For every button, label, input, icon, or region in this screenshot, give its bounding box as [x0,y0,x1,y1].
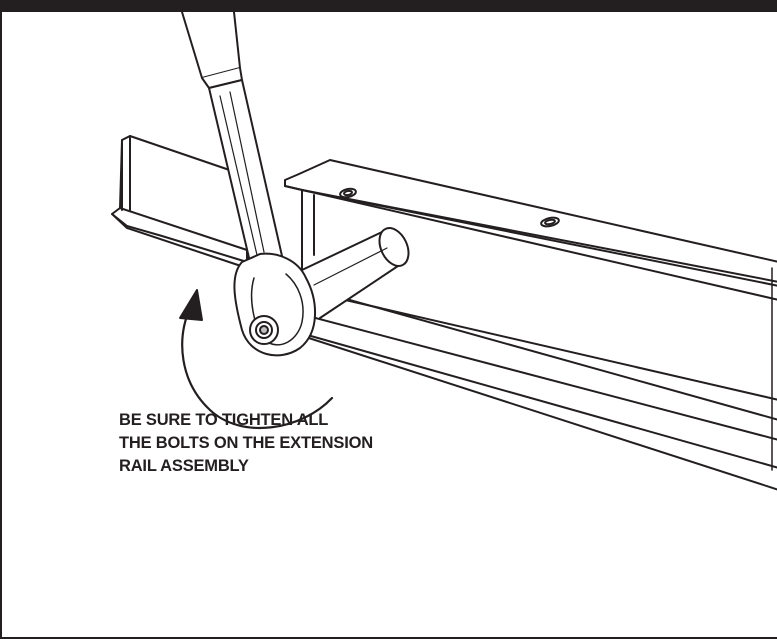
wrench-icon [181,11,316,357]
bolt-icon [301,227,410,319]
instruction-caption: BE SURE TO TIGHTEN ALL THE BOLTS ON THE … [119,409,373,478]
rotation-arrow-icon [179,289,334,429]
caption-line-2: THE BOLTS ON THE EXTENSION [119,434,373,452]
top-border-bar [2,0,777,12]
caption-line-1: BE SURE TO TIGHTEN ALL [119,411,329,429]
caption-line-3: RAIL ASSEMBLY [119,457,249,475]
left-rail-icon [111,135,248,269]
